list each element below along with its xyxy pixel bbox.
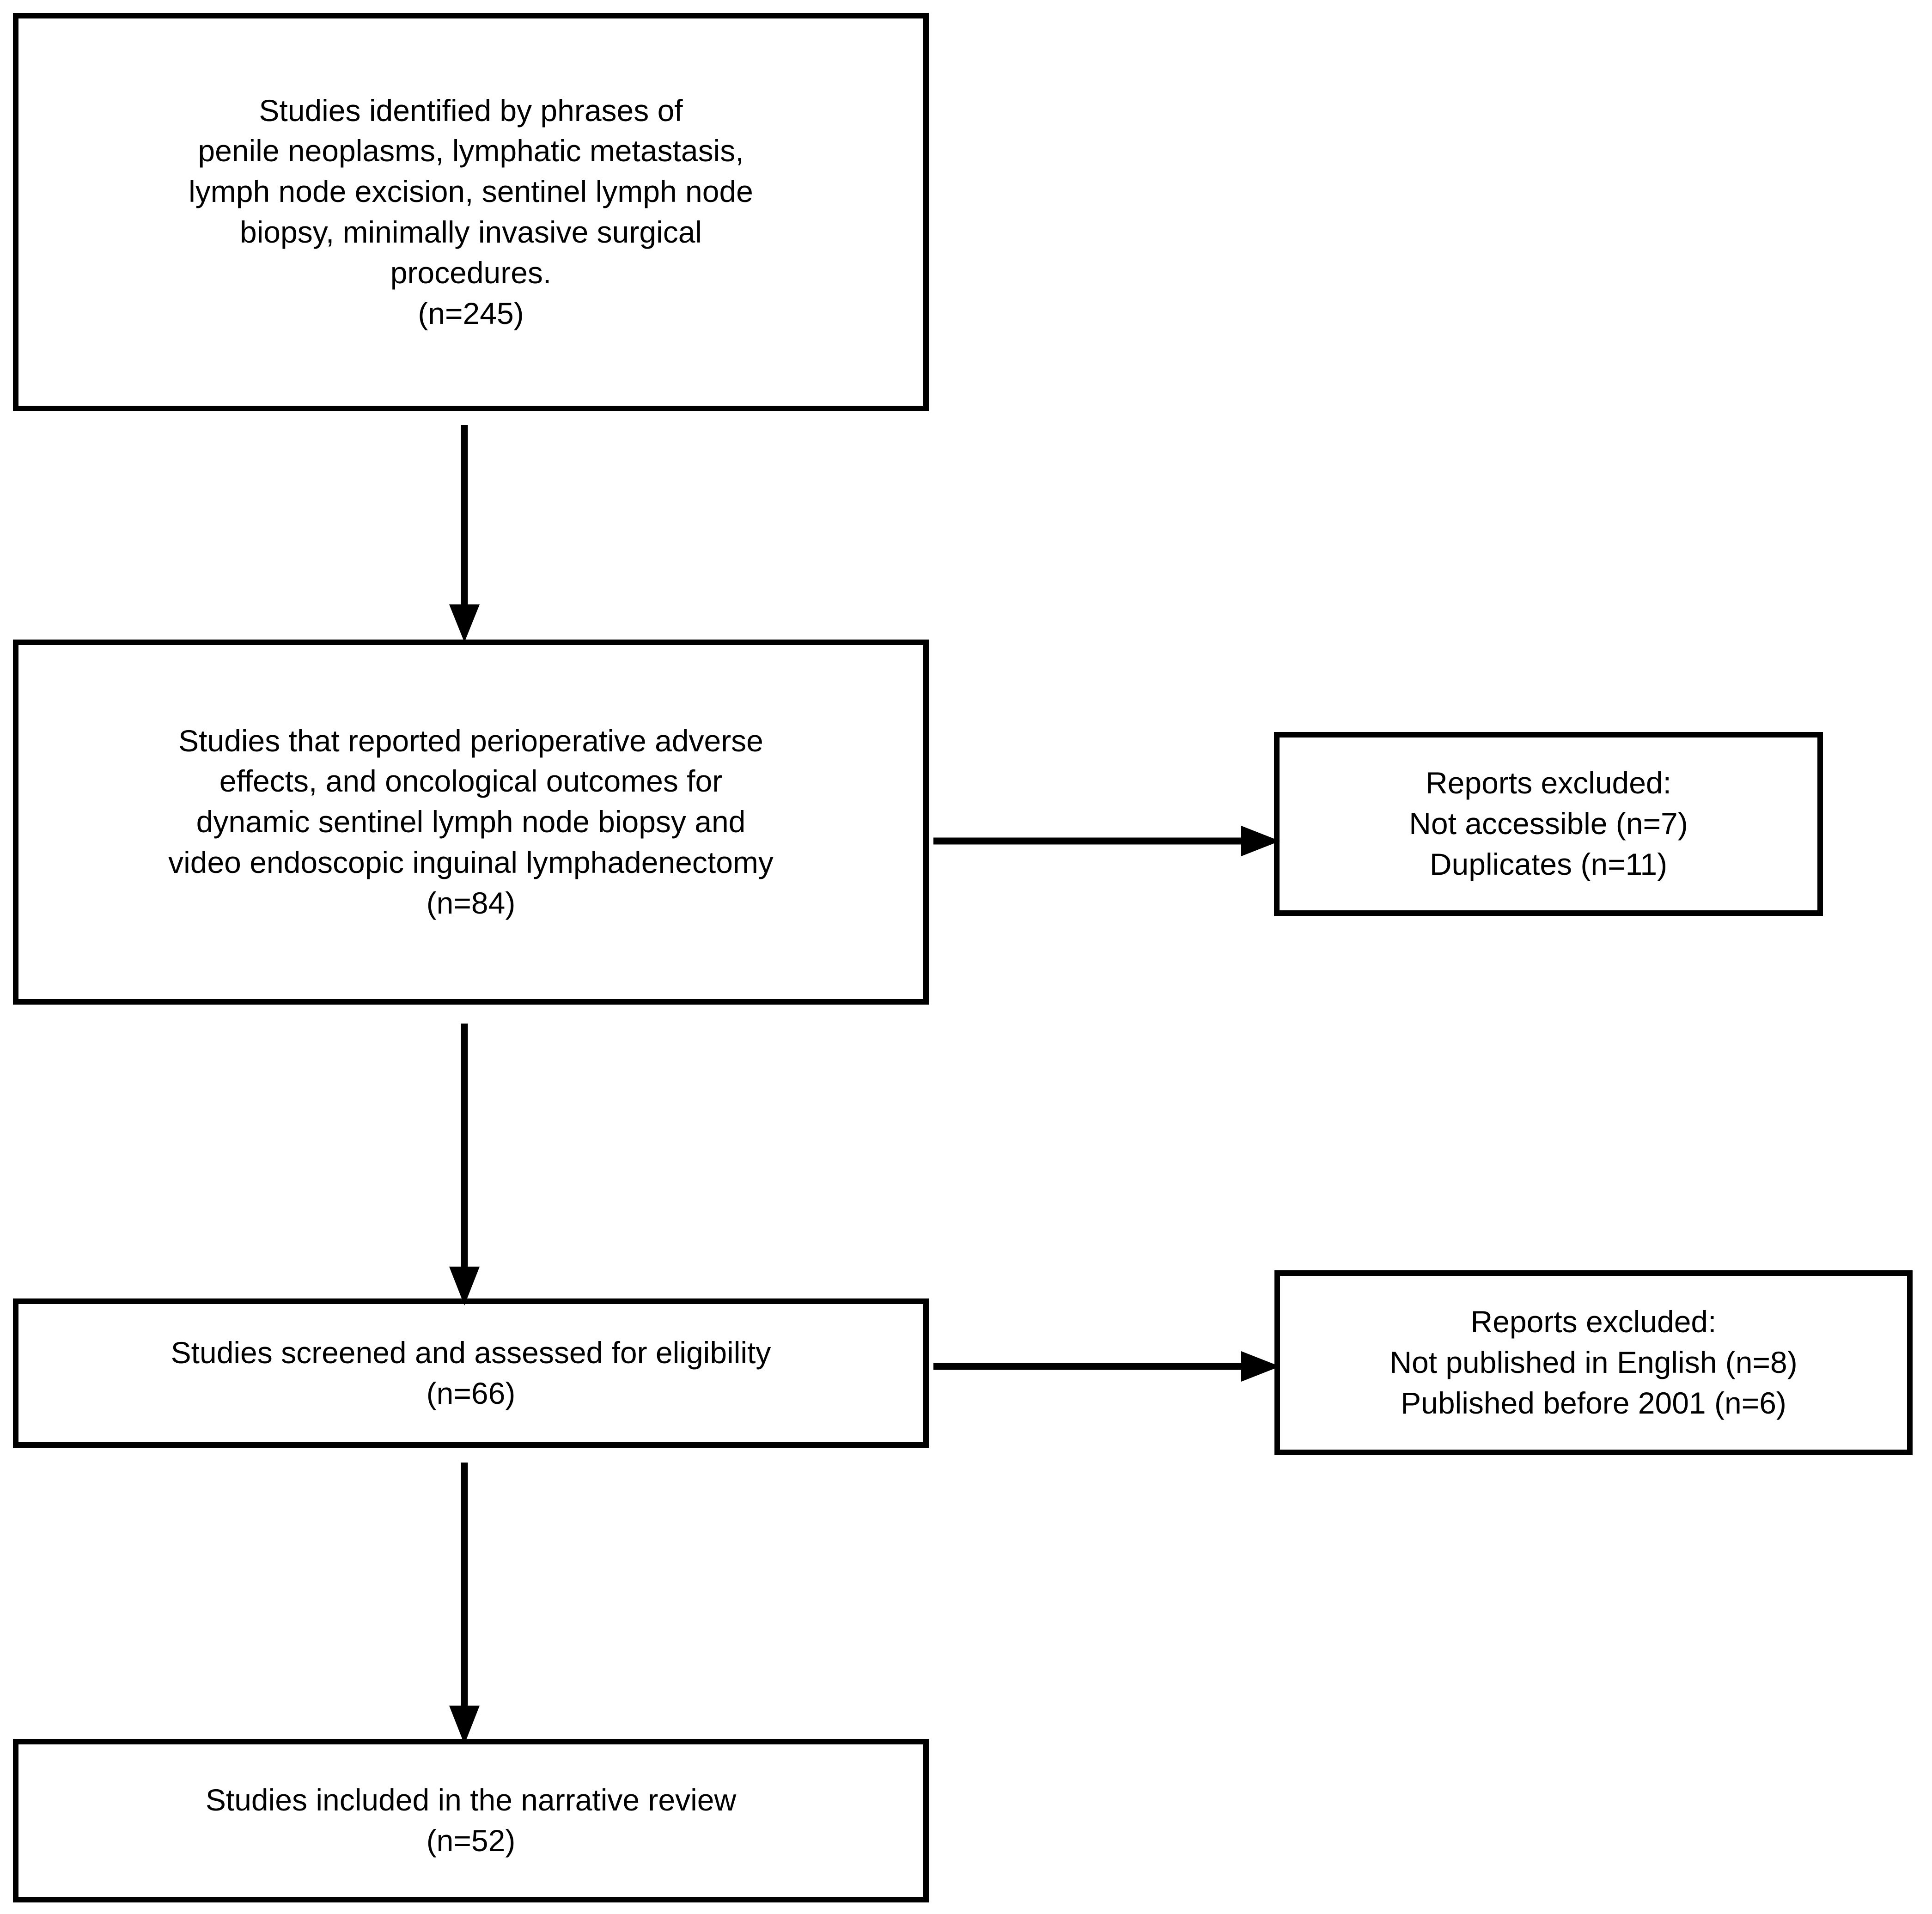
node-count-label: (n=84) — [426, 885, 516, 920]
node-text-line: Studies included in the narrative review — [205, 1783, 737, 1817]
node-text-line: penile neoplasms, lymphatic metastasis, — [198, 134, 744, 168]
node-reports-excluded-stage-1: Reports excluded: Not accessible (n=7) D… — [1274, 732, 1823, 916]
node-text-line: Studies screened and assessed for eligib… — [171, 1335, 771, 1370]
arrow-screened-to-excluded-2 — [933, 1351, 1280, 1382]
node-text-line: biopsy, minimally invasive surgical — [239, 215, 702, 249]
arrow-identified-to-reported — [449, 425, 480, 642]
node-studies-included: Studies included in the narrative review… — [13, 1739, 929, 1902]
node-text-line: Not accessible (n=7) — [1409, 806, 1688, 841]
node-heading: Reports excluded: — [1426, 766, 1671, 800]
node-studies-screened: Studies screened and assessed for eligib… — [13, 1298, 929, 1448]
arrow-reported-to-excluded-1 — [933, 826, 1280, 856]
node-studies-reported-outcomes: Studies that reported perioperative adve… — [13, 640, 929, 1005]
node-text-line: video endoscopic inguinal lymphadenectom… — [168, 845, 774, 879]
node-text-line: Not published in English (n=8) — [1390, 1345, 1798, 1380]
node-count-label: (n=66) — [426, 1376, 516, 1410]
node-text-line: Published before 2001 (n=6) — [1401, 1385, 1786, 1420]
node-studies-identified: Studies identified by phrases of penile … — [13, 13, 929, 411]
node-count-label: (n=52) — [426, 1823, 516, 1858]
node-text-line: procedures. — [390, 255, 552, 290]
node-count-label: (n=245) — [418, 296, 524, 330]
node-text-line: lymph node excision, sentinel lymph node — [189, 174, 753, 209]
arrow-screened-to-included — [449, 1463, 480, 1744]
node-heading: Reports excluded: — [1470, 1304, 1717, 1339]
node-text-line: Studies that reported perioperative adve… — [178, 723, 763, 758]
node-reports-excluded-stage-2: Reports excluded: Not published in Engli… — [1274, 1270, 1913, 1455]
node-text-line: Studies identified by phrases of — [259, 93, 683, 128]
node-text-line: effects, and oncological outcomes for — [219, 764, 723, 799]
arrow-reported-to-screened — [449, 1024, 480, 1305]
node-text-line: dynamic sentinel lymph node biopsy and — [196, 805, 746, 839]
node-text-line: Duplicates (n=11) — [1429, 847, 1668, 881]
